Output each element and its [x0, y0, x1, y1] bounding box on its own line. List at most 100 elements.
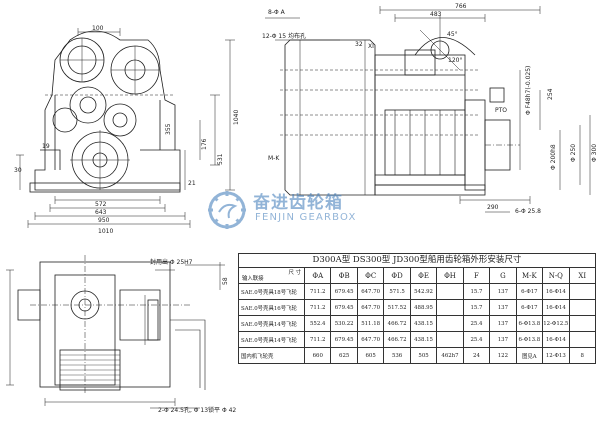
dim-bolts: 6-Φ 25.8	[515, 208, 541, 215]
plan-view-dims: 封用出 Φ 25H7 58 2-Φ 24.5孔, Φ 13锁平 Φ 42	[150, 258, 236, 414]
table-cell: 6-Φ13.8	[515, 331, 544, 348]
table-cell: 711.2	[303, 331, 332, 348]
spec-table: D300A型 DS300型 JD300型船用齿轮箱外形安装尺寸 尺 寸 输入联接…	[238, 253, 597, 364]
row-label: 国内机飞轮壳	[238, 347, 305, 364]
table-cell: 711.2	[303, 299, 332, 316]
dim-254: 254	[547, 88, 554, 100]
col-header: M-K	[515, 267, 544, 284]
dim-32: 32	[355, 41, 363, 48]
table-cell: 552.4	[303, 315, 332, 332]
table-cell: 679.45	[330, 283, 358, 300]
dim-531: 531	[217, 153, 224, 165]
dim-holes: 2-Φ 24.5孔, Φ 13锁平 Φ 42	[158, 406, 236, 414]
dim-top: 100	[92, 25, 104, 32]
table-cell: 605	[356, 347, 385, 364]
table-cell	[436, 331, 464, 348]
table-title: D300A型 DS300型 JD300型船用齿轮箱外形安装尺寸	[238, 253, 596, 267]
dimension-table: D300A型 DS300型 JD300型船用齿轮箱外形安装尺寸 尺 寸 输入联接…	[238, 253, 597, 385]
table-cell: 137	[489, 283, 517, 300]
table-cell: 647.70	[356, 299, 385, 316]
logo-name-cn: 奋进齿轮箱	[253, 193, 343, 213]
dim-290: 290	[487, 204, 499, 211]
col-header: ΦH	[436, 267, 464, 284]
table-cell: 571.5	[383, 283, 411, 300]
col-header: ΦD	[383, 267, 411, 284]
table-cell: 530.22	[330, 315, 358, 332]
dim-mk: M-K	[268, 155, 280, 162]
table-cell: 679.45	[330, 299, 358, 316]
col-header: XI	[568, 267, 597, 284]
dim-phi300: Φ 300	[591, 144, 598, 162]
table-cell	[568, 315, 597, 332]
col-header: ΦB	[330, 267, 358, 284]
table-cell: 12-Φ13	[542, 347, 570, 364]
table-corner: 尺 寸 输入联接	[238, 267, 305, 284]
col-header: G	[489, 267, 517, 284]
row-label: SAE.0号壳具18号飞轮	[238, 283, 305, 300]
row-label: SAE.0号壳具16号飞轮	[238, 299, 305, 316]
dim-height: 1040	[233, 110, 240, 125]
table-cell: 25.4	[462, 315, 491, 332]
table-cell: 25.4	[462, 331, 491, 348]
table-cell	[568, 331, 597, 348]
corner-bottom: 输入联接	[242, 275, 264, 282]
table-cell	[436, 299, 464, 316]
dim-58: 58	[222, 277, 229, 285]
table-cell: 6-Φ17	[515, 283, 544, 300]
fenjin-logo: 奋进齿轮箱 FENJIN GEARBOX	[205, 186, 405, 236]
plan-view	[6, 255, 225, 409]
table-cell: 711.2	[303, 283, 332, 300]
col-header: ΦC	[356, 267, 385, 284]
table-cell: 16-Φ14	[542, 331, 570, 348]
table-cell: 15.7	[462, 283, 491, 300]
table-cell: 图见A	[515, 347, 544, 364]
front-view	[16, 28, 235, 228]
table-cell: 16-Φ14	[542, 299, 570, 316]
dim-phi200: Φ 200h8	[550, 144, 557, 170]
table-cell	[568, 283, 597, 300]
table-cell: 462h7	[436, 347, 464, 364]
dim-572: 572	[95, 201, 107, 208]
side-view-dims: 766 483 32 XI 45° 120° PTO Φ 300 Φ 200h8…	[262, 3, 598, 215]
front-view-dims: 100 572 643 950 1010 30 1040 531 355 176…	[14, 25, 240, 235]
table-cell: 625	[330, 347, 358, 364]
dim-176: 176	[201, 138, 208, 150]
dim-643: 643	[95, 209, 107, 216]
dim-phi48: Φ F48h7(-0.025)	[525, 66, 532, 115]
table-cell: 15.7	[462, 299, 491, 316]
dim-766: 766	[455, 3, 467, 10]
table-cell	[436, 315, 464, 332]
col-header: N-Q	[542, 267, 570, 284]
table-cell: 466.72	[383, 315, 411, 332]
table-cell: 438.15	[409, 315, 438, 332]
row-label: SAE.0号壳具14号飞轮	[238, 315, 305, 332]
note-holes: 12-Φ 15 均布孔	[262, 32, 306, 40]
table-cell: 466.72	[383, 331, 411, 348]
dim-pto: PTO	[495, 107, 507, 114]
table-cell: 505	[409, 347, 438, 364]
table-cell: 536	[383, 347, 411, 364]
table-cell: 137	[489, 331, 517, 348]
table-header-row: 尺 寸 输入联接 ΦA ΦB ΦC ΦD ΦE ΦH F G M-K N-Q X…	[238, 267, 597, 284]
logo-name-en: FENJIN GEARBOX	[255, 212, 357, 223]
table-cell: 24	[462, 347, 491, 364]
table-cell: 647.70	[356, 283, 385, 300]
table-cell: 137	[489, 315, 517, 332]
corner-top: 尺 寸	[288, 269, 302, 276]
dim-1010: 1010	[98, 228, 113, 235]
dim-483: 483	[430, 11, 442, 18]
side-view	[265, 6, 591, 213]
table-cell: 679.45	[330, 331, 358, 348]
table-cell: 8	[568, 347, 597, 364]
dim-shaft: 封用出 Φ 25H7	[150, 258, 193, 266]
table-cell: 542.92	[409, 283, 438, 300]
row-label: SAE.0号壳具14号飞轮	[238, 331, 305, 348]
dim-left: 30	[14, 167, 22, 174]
